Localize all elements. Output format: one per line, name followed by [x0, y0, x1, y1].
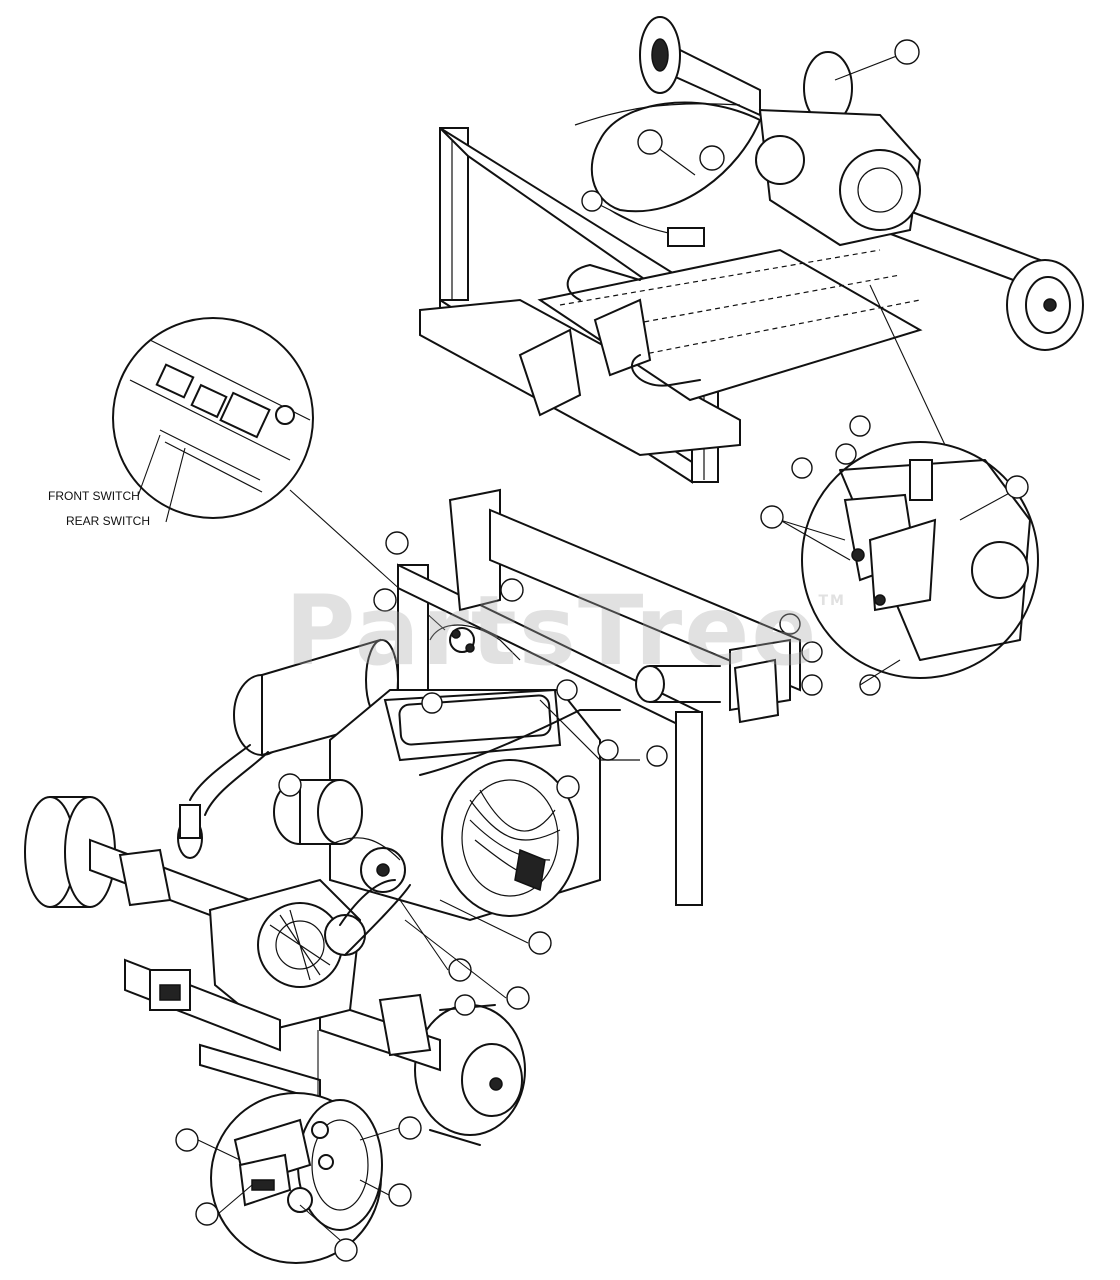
- rear-switch-label: REAR SWITCH: [66, 514, 150, 528]
- front-switch-label: FRONT SWITCH: [48, 489, 140, 503]
- upper-frame-assembly: [419, 127, 923, 484]
- upper-transaxle: [574, 16, 1084, 351]
- brake-detail-circle: [779, 284, 1039, 679]
- callout-balloons: [175, 39, 1029, 1262]
- main-frame-assembly: [177, 488, 801, 906]
- switch-detail-circle: FRONT SWITCH REAR SWITCH: [48, 317, 446, 631]
- clutch-detail-circle: [210, 1092, 383, 1264]
- lower-transaxle: [24, 796, 526, 1146]
